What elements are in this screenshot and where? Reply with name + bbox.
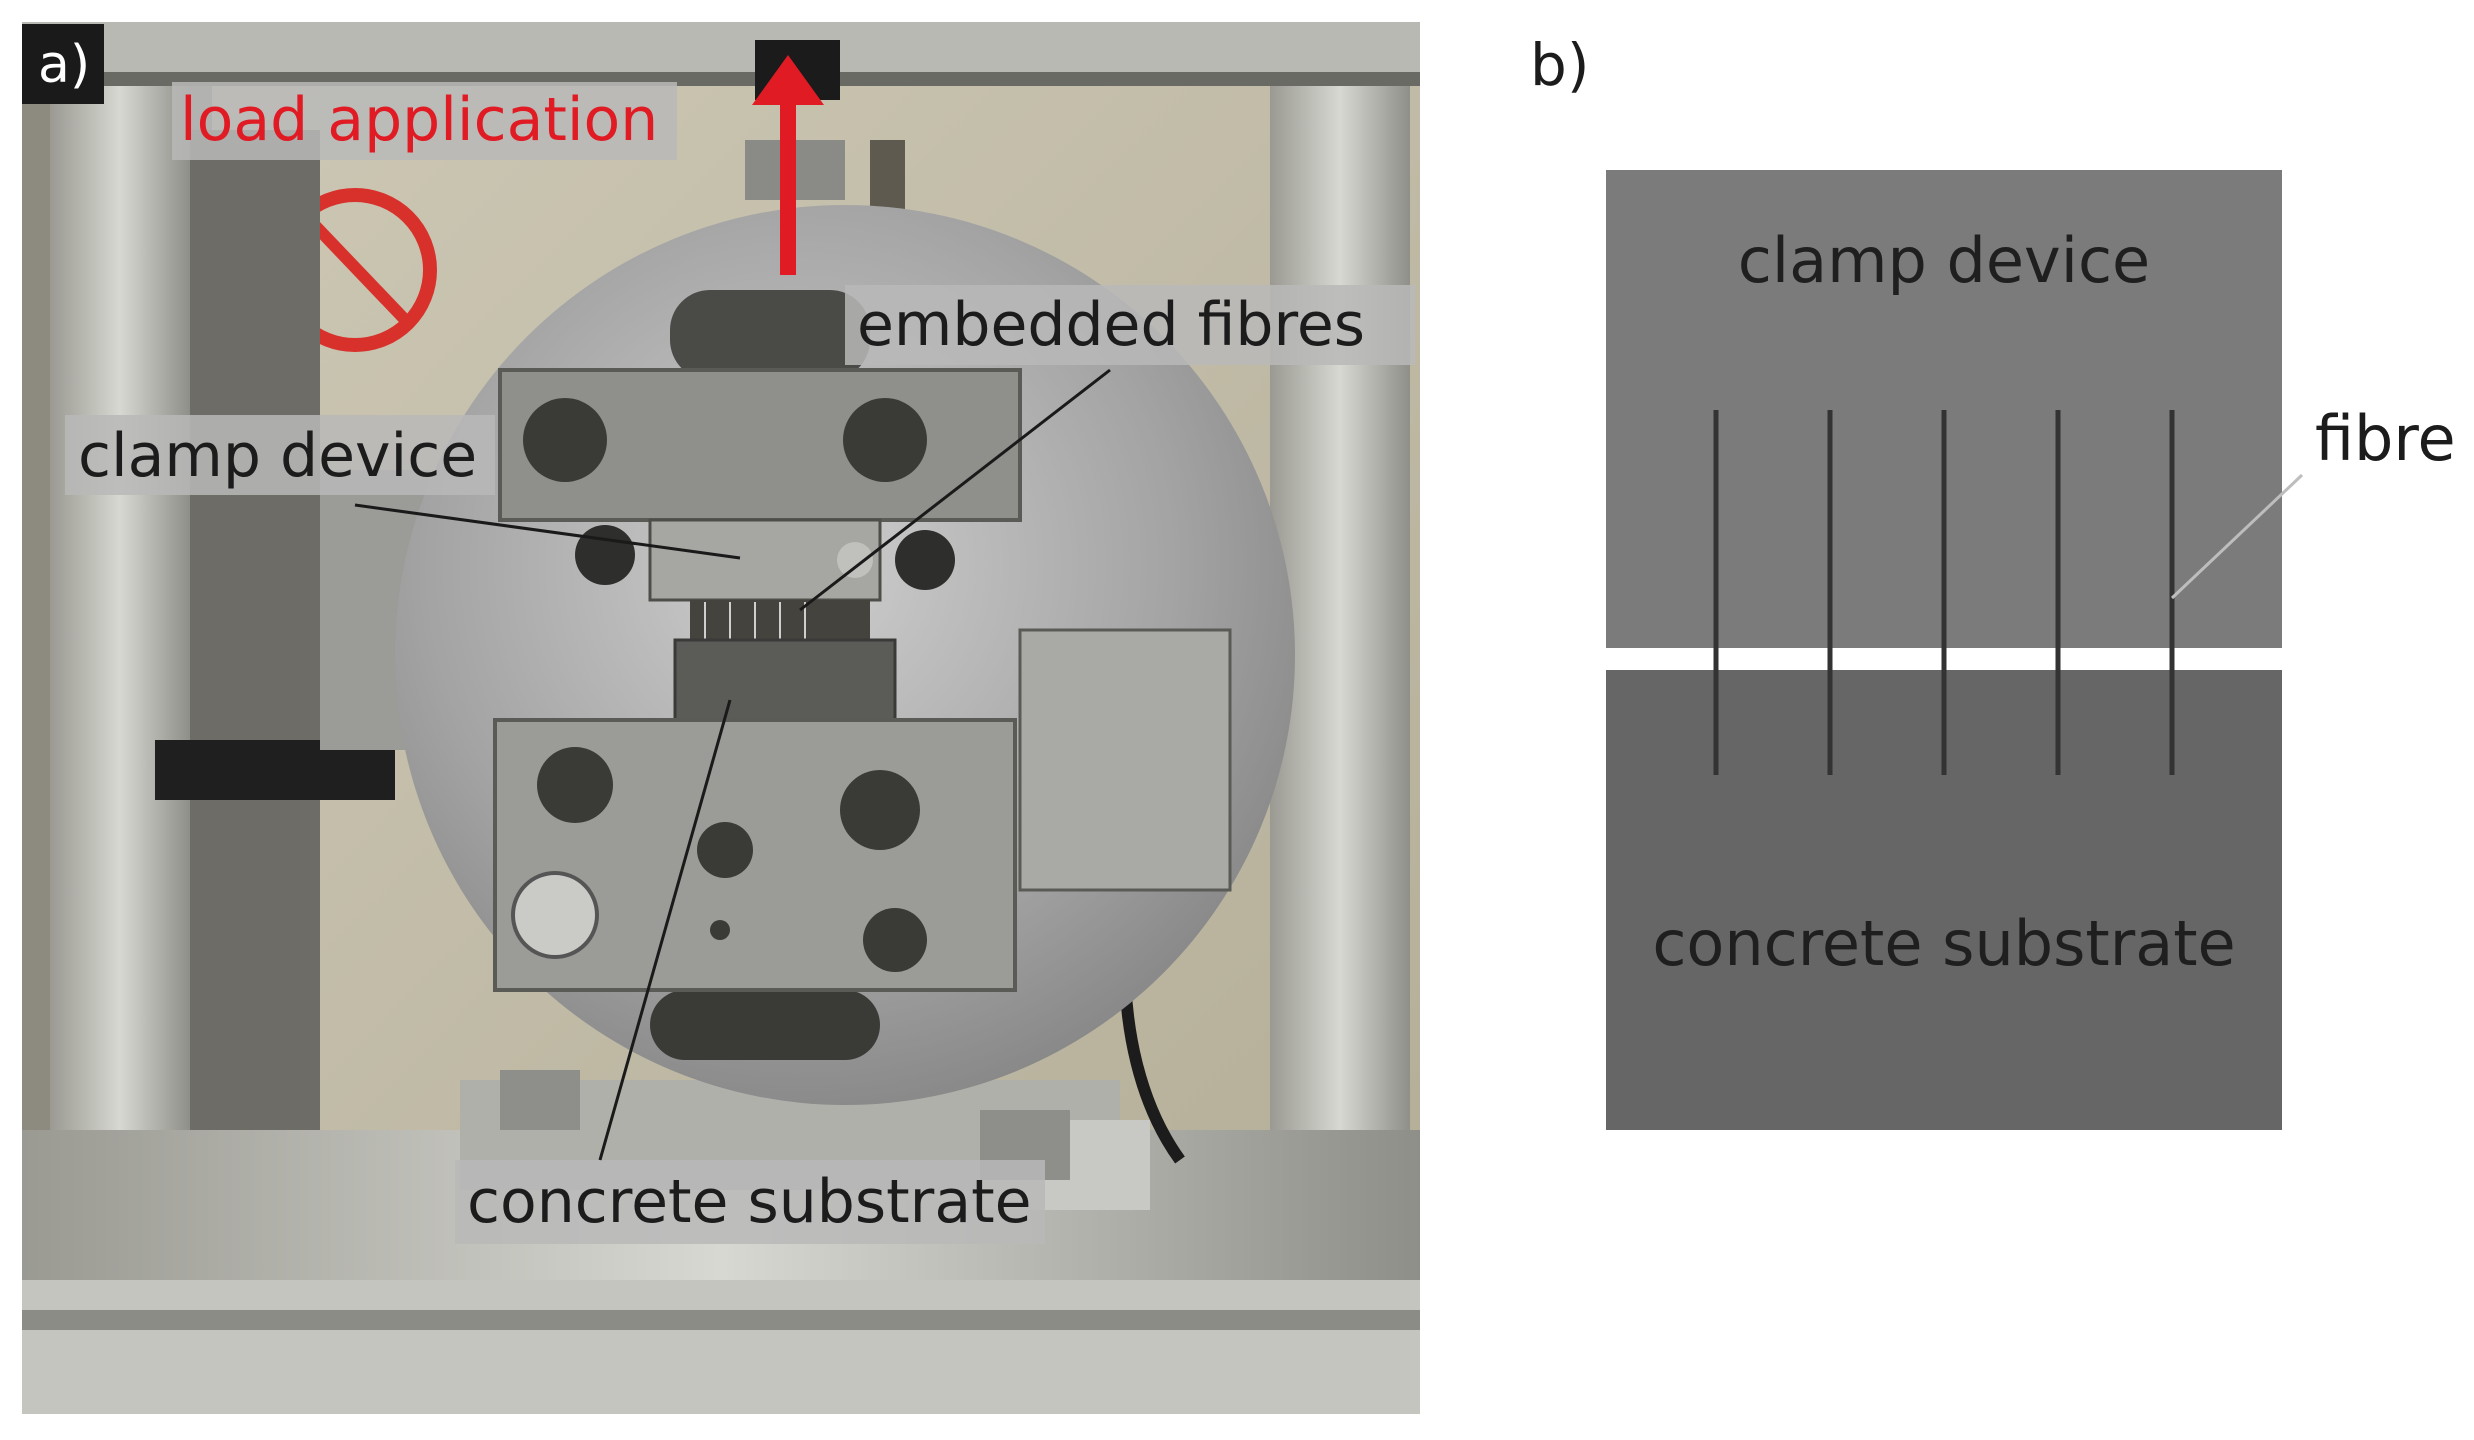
clamp-device-label-b: clamp device (1738, 224, 2150, 297)
fibres-leader-line (799, 368, 1111, 612)
fibre-leader-line (2170, 473, 2304, 600)
fibres-label-bg (845, 285, 1415, 365)
clamp-label-bg (65, 415, 495, 495)
fibre-group (1713, 410, 2175, 775)
panel-b-tag: b) (1530, 31, 1589, 99)
load-label-bg (172, 82, 677, 160)
panel-a-tag: a) (38, 35, 90, 95)
load-arrow-head-icon (752, 55, 824, 105)
test-rig-photo (22, 22, 1420, 1414)
concrete-substrate-label-a: concrete substrate (467, 1167, 1032, 1237)
panel-a-tag-bg (22, 24, 104, 104)
panel-a: a) load application embedded fibres clam… (22, 22, 1420, 1414)
load-application-label: load application (180, 85, 658, 155)
embedded-fibres-label: embedded fibres (857, 290, 1365, 360)
clamp-device-label: clamp device (78, 421, 477, 491)
concrete-substrate-label-b: concrete substrate (1652, 907, 2235, 980)
clamp-leader-line (354, 503, 741, 560)
substrate-label-bg (455, 1160, 1045, 1244)
substrate-leader-line (598, 699, 732, 1161)
fibre-label: fibre (2315, 402, 2456, 475)
panel-b: b) clamp device concrete substrate fibre (1530, 31, 2456, 1130)
